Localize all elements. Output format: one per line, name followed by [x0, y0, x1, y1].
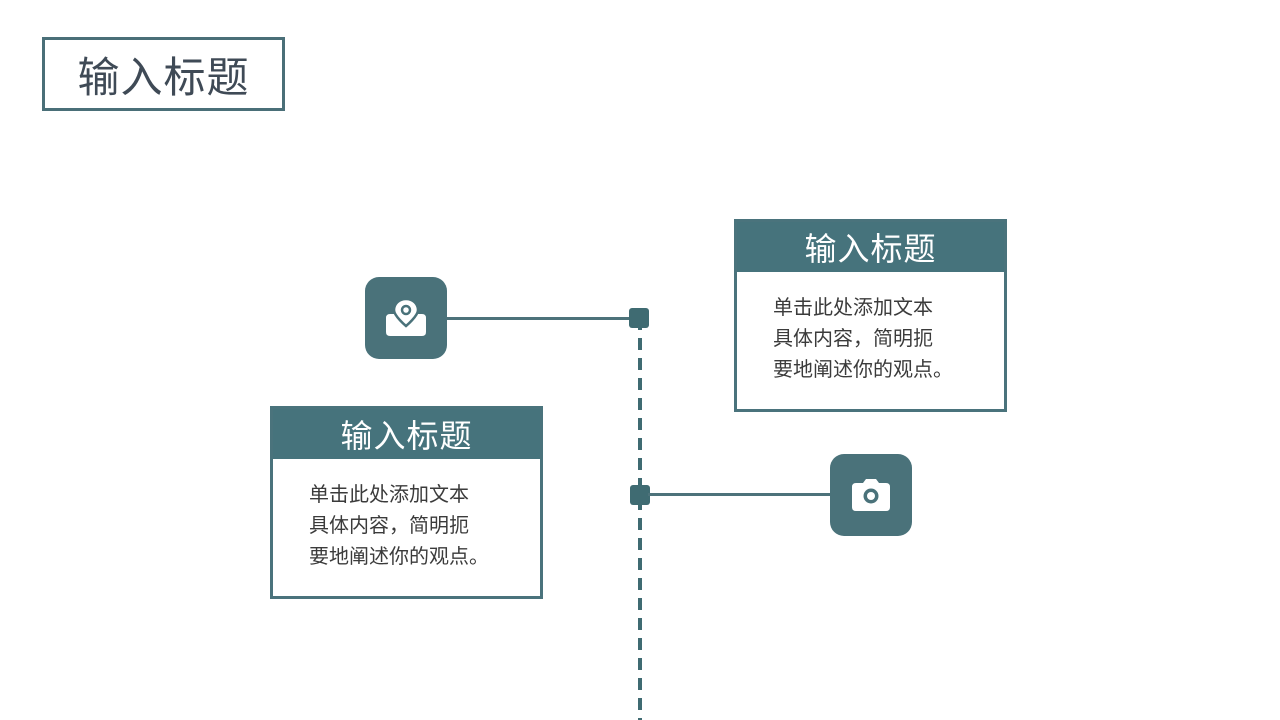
page-title: 输入标题	[42, 37, 285, 111]
card-2-line-1: 单击此处添加文本	[309, 482, 469, 506]
timeline-card-2: 输入标题 单击此处添加文本 具体内容，简明扼 要地阐述你的观点。	[270, 406, 543, 599]
timeline-icon-tile-2	[830, 454, 912, 536]
card-2-header: 输入标题	[273, 409, 540, 459]
card-1-line-1: 单击此处添加文本	[773, 295, 933, 319]
connector-1	[446, 317, 632, 320]
card-1-line-2: 具体内容，简明扼	[773, 326, 933, 350]
timeline-node-2	[630, 485, 650, 505]
card-2-line-3: 要地阐述你的观点。	[309, 544, 489, 568]
camera-icon	[852, 479, 890, 511]
card-1-header: 输入标题	[737, 222, 1004, 272]
card-1-body: 单击此处添加文本 具体内容，简明扼 要地阐述你的观点。	[737, 272, 1004, 385]
timeline-dashed-line	[638, 318, 642, 720]
card-2-line-2: 具体内容，简明扼	[309, 513, 469, 537]
location-pin-icon	[386, 298, 426, 336]
timeline-card-1: 输入标题 单击此处添加文本 具体内容，简明扼 要地阐述你的观点。	[734, 219, 1007, 412]
card-1-line-3: 要地阐述你的观点。	[773, 357, 953, 381]
timeline-icon-tile-1	[365, 277, 447, 359]
timeline-node-1	[629, 308, 649, 328]
card-2-body: 单击此处添加文本 具体内容，简明扼 要地阐述你的观点。	[273, 459, 540, 572]
connector-2	[648, 493, 832, 496]
